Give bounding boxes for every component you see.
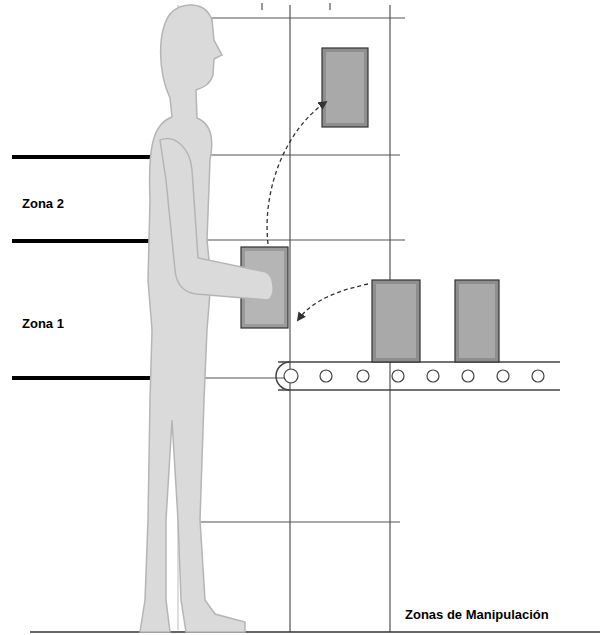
figure-caption: Zonas de Manipulación (405, 608, 549, 622)
movement-arrow (267, 102, 368, 320)
floor (30, 631, 600, 633)
boxes (322, 48, 499, 362)
person (140, 5, 288, 632)
zone-label: Zona 2 (22, 197, 64, 211)
conveyor (276, 362, 560, 390)
zone-label: Zona 1 (22, 317, 64, 331)
zone-markers (12, 157, 162, 378)
